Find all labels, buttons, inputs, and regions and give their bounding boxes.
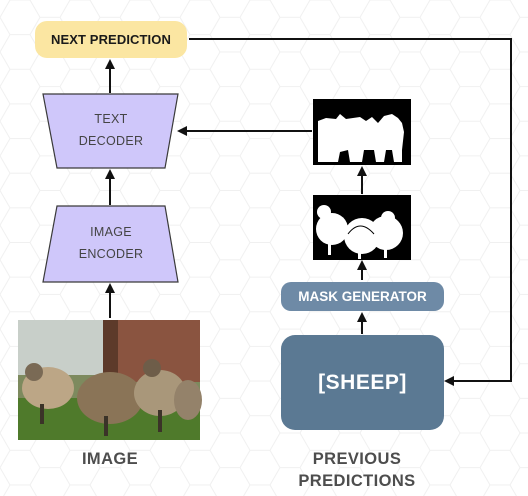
text-decoder-shape [42,93,179,169]
image-encoder-shape [42,205,179,283]
text-decoder-line-1: TEXT [94,112,128,126]
image-encoder-label: IMAGE ENCODER [57,221,165,265]
previous-predictions-line-1: PREVIOUS [312,450,402,468]
previous-token-box: [SHEEP] [281,335,444,430]
next-prediction-box: NEXT PREDICTION [35,21,187,58]
image-caption: IMAGE [81,450,139,468]
text-decoder-line-2: DECODER [78,134,144,148]
upper-mask-image [313,99,411,165]
image-encoder-line-2: ENCODER [78,247,144,261]
previous-predictions-caption: PREVIOUS PREDICTIONS [272,448,442,492]
text-decoder-label: TEXT DECODER [57,108,165,152]
lower-mask-image [313,195,411,260]
image-encoder-line-1: IMAGE [90,225,132,239]
previous-predictions-line-2: PREDICTIONS [298,472,416,490]
sheep-photo [18,320,202,440]
mask-generator-box: MASK GENERATOR [281,282,444,311]
arrow-feedback-loop [189,38,512,386]
